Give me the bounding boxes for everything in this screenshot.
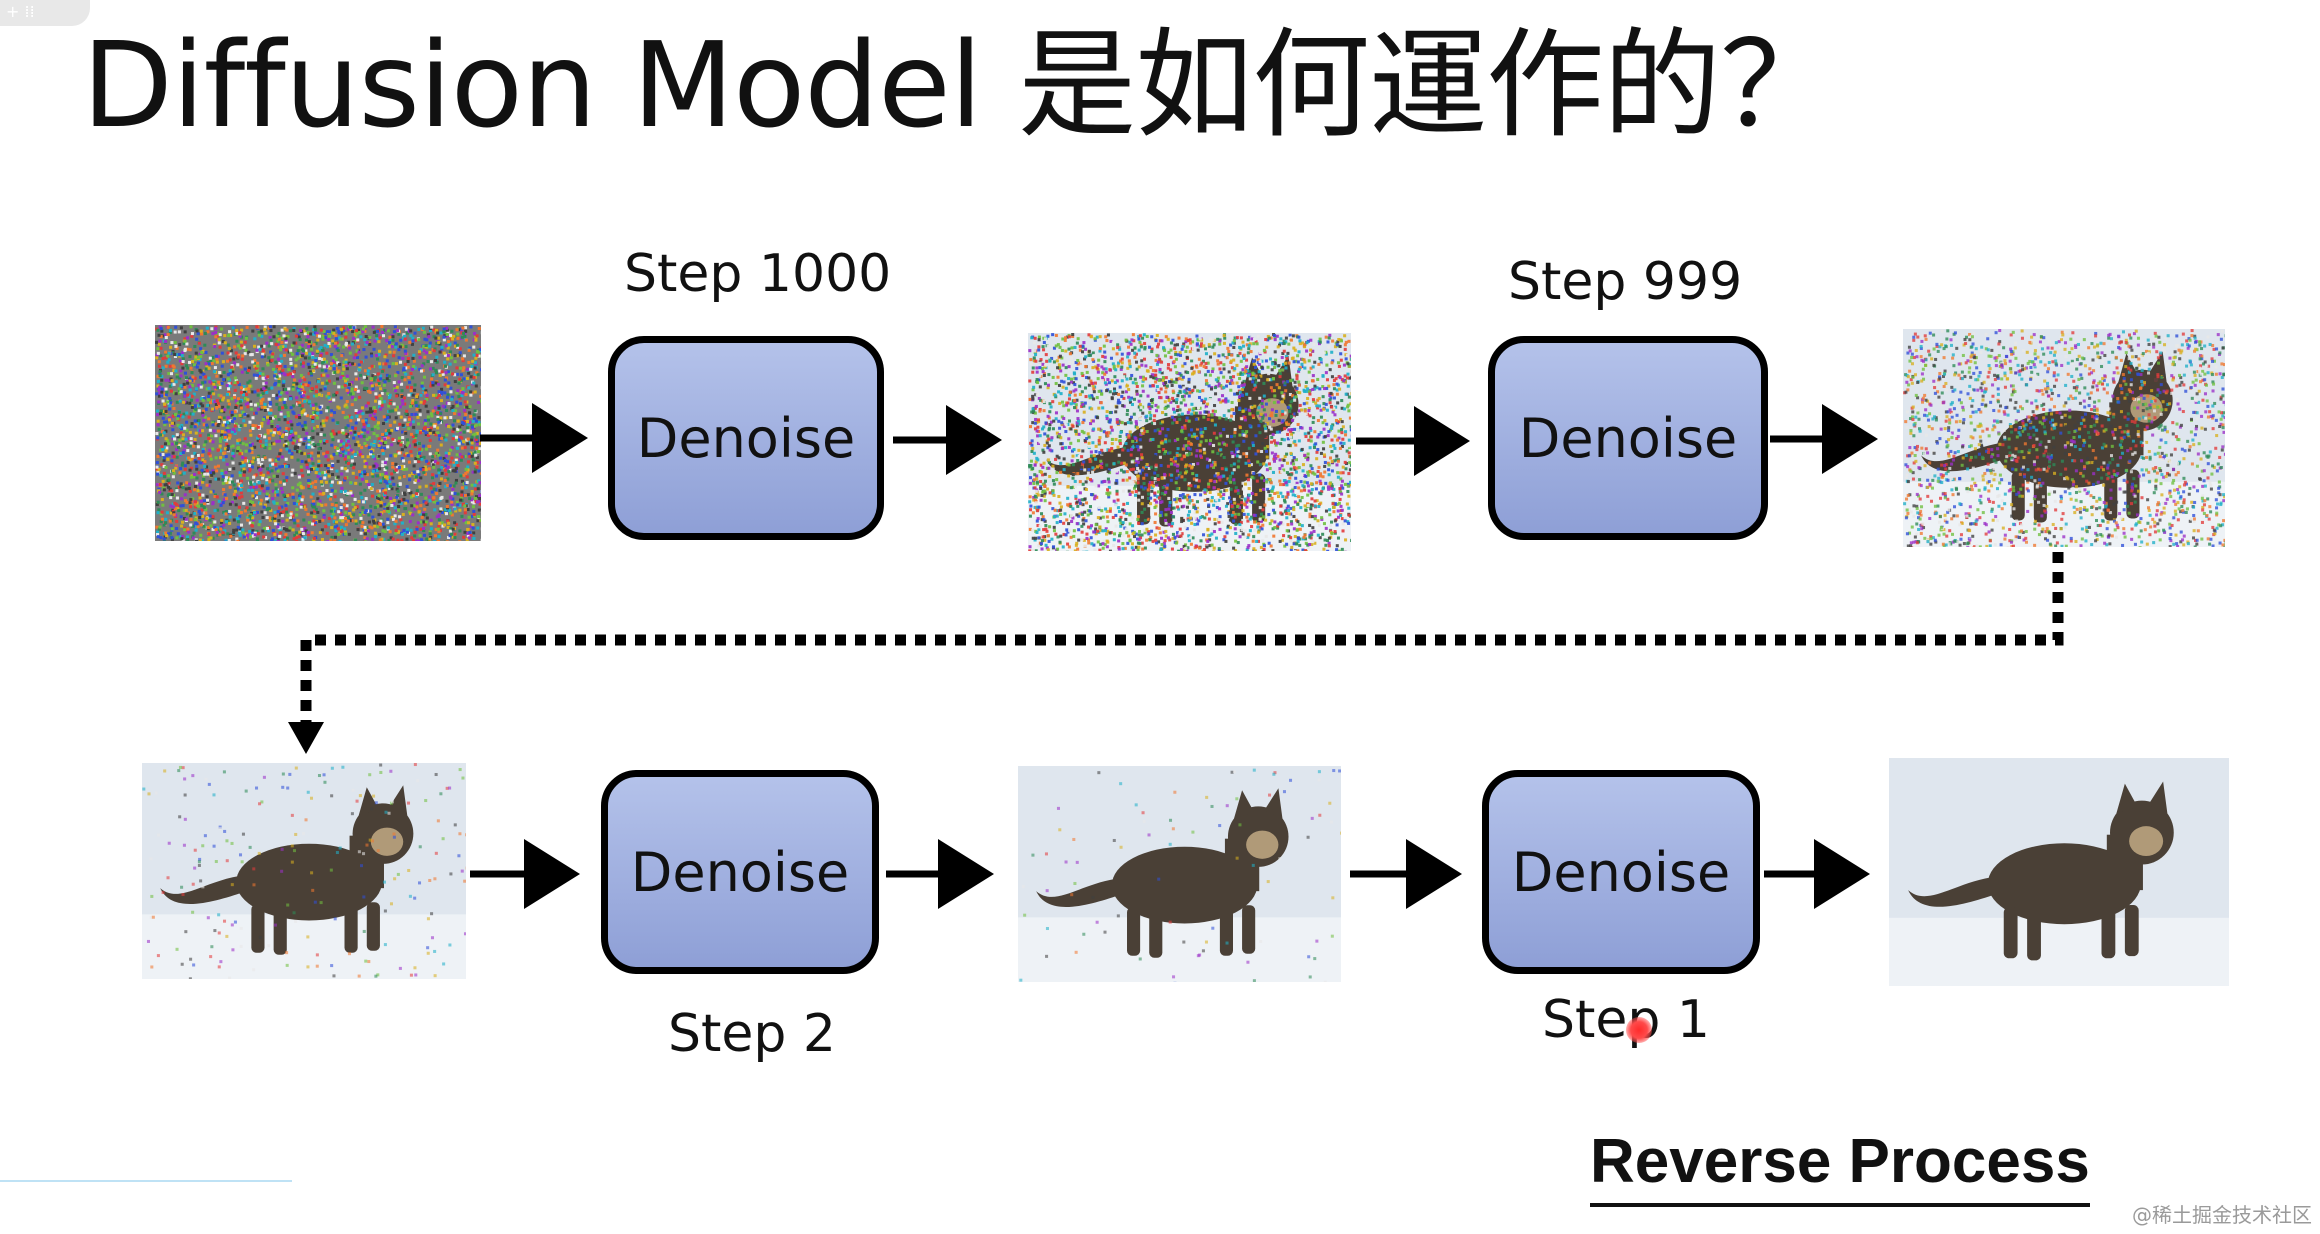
noise-overlay: [142, 763, 466, 979]
denoise-box-step-1: Denoise: [1482, 770, 1760, 974]
noisy-cat-image-tile: [1028, 333, 1351, 551]
denoise-box-step-999: Denoise: [1488, 336, 1768, 540]
dotted-connector-path: [300, 552, 2064, 722]
noise-image-tile: [155, 325, 481, 541]
denoise-box-step-1000: Denoise: [608, 336, 884, 540]
step-label-1000: Step 1000: [624, 244, 892, 304]
cat-silhouette: [1036, 788, 1289, 958]
step-label-1: Step 1: [1542, 990, 1711, 1050]
corner-mark: + ⁞⁞: [0, 0, 90, 26]
pointer-cursor-dot: [1626, 1017, 1652, 1043]
tile-picture: [1018, 766, 1341, 982]
noise-overlay: [1028, 333, 1351, 551]
progress-line: [0, 1180, 292, 1182]
tile-picture: [155, 325, 481, 541]
cat-image-tile-step1-input: [1018, 766, 1341, 982]
tile-picture: [1903, 329, 2225, 547]
watermark: @稀土掘金技术社区: [2132, 1203, 2312, 1227]
tile-picture: [1889, 758, 2229, 986]
cat-image-tile-step2-input: [142, 763, 466, 979]
tile-picture: [142, 763, 466, 979]
snow-ground: [1018, 917, 1341, 982]
cat-silhouette: [1921, 351, 2173, 523]
snow-ground: [142, 914, 466, 979]
snow-ground: [1889, 917, 2229, 986]
reverse-process-label: Reverse Process: [1590, 1126, 2090, 1207]
step-label-999: Step 999: [1508, 252, 1743, 312]
denoise-box-step-2: Denoise: [601, 770, 879, 974]
cat-silhouette: [160, 785, 414, 955]
slide-title: Diffusion Model 是如何運作的？: [82, 16, 1838, 154]
dotted-connector-arrowhead: [288, 722, 324, 754]
step-label-2: Step 2: [668, 1004, 837, 1064]
tile-picture: [1028, 333, 1351, 551]
less-noisy-cat-image-tile: [1903, 329, 2225, 547]
clean-cat-image-tile: [1889, 758, 2229, 986]
noise-overlay: [155, 325, 481, 541]
cat-silhouette: [1908, 781, 2174, 961]
noise-overlay: [1903, 329, 2225, 547]
noise-overlay: [1019, 768, 1341, 982]
